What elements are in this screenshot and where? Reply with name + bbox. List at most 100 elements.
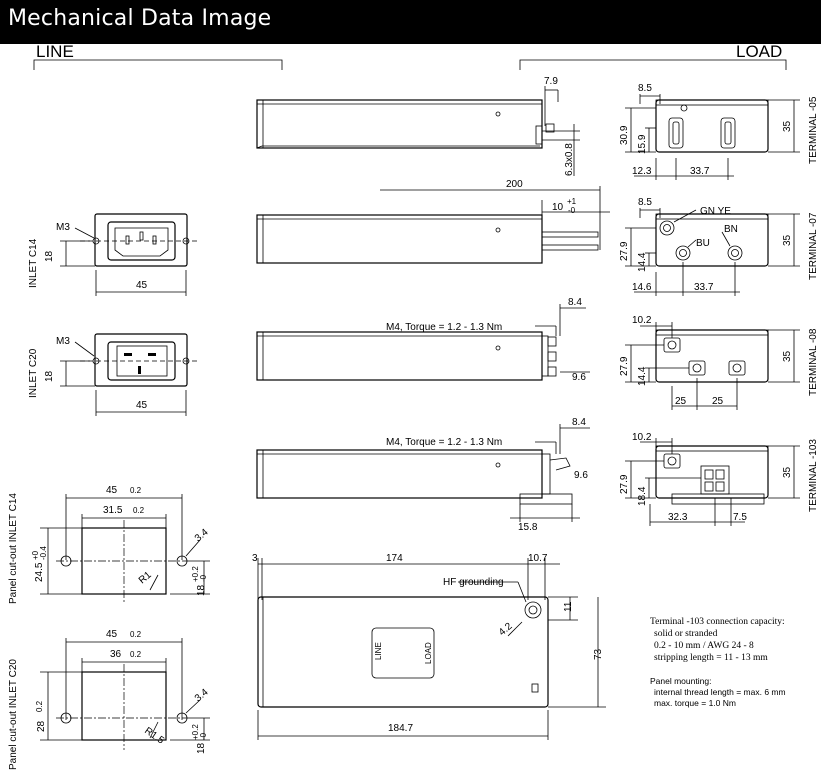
cut20-45-tol: 0.2 xyxy=(130,630,142,639)
cut14-18: 18 xyxy=(196,584,207,596)
cut20-28-tol: 0.2 xyxy=(35,700,44,712)
cutout-c14-side-label: Panel cut-out INLET C14 xyxy=(8,493,19,604)
hf-grounding-label: HF grounding xyxy=(443,577,504,588)
t07-bn: BN xyxy=(724,224,738,235)
cut20-36: 36 xyxy=(110,649,122,660)
t07-8-5: 8.5 xyxy=(638,197,652,208)
t05-35: 35 xyxy=(782,120,793,132)
side-view-terminal-103: M4, Torque = 1.2 - 1.3 Nm 8.4 9.6 15.8 xyxy=(256,417,590,533)
inlet-c14-view: M3 18 45 xyxy=(44,213,200,296)
dim-15-8: 15.8 xyxy=(518,522,538,533)
top-dim-11: 11 xyxy=(563,601,574,612)
terminal-05-label: TERMINAL -05 xyxy=(808,96,819,164)
panel-mounting-notes: Panel mounting: internal thread length =… xyxy=(650,676,786,708)
dim-10: 10 xyxy=(552,202,564,213)
terminal-07-label: TERMINAL -07 xyxy=(808,212,819,280)
cut14-31-5-tol: 0.2 xyxy=(133,506,145,515)
cut14-r1: R1 xyxy=(137,569,154,586)
note-pm-3: max. torque = 1.0 Nm xyxy=(654,698,736,708)
t103-32-3: 32.3 xyxy=(668,512,688,523)
side-view-terminal-07: 200 10 +1 -0 xyxy=(256,179,610,264)
t08-25b: 25 xyxy=(712,396,724,407)
t05-30-9: 30.9 xyxy=(619,125,630,145)
top-dim-3: 3 xyxy=(252,553,258,564)
cut20-18: 18 xyxy=(196,742,207,754)
t08-14-4: 14.4 xyxy=(637,366,648,386)
terminal-08-view: 10.2 27.9 14.4 25 25 35 xyxy=(619,315,800,410)
cut14-3-4: 3.4 xyxy=(193,527,211,545)
top-dim-73: 73 xyxy=(593,648,604,660)
cut14-45: 45 xyxy=(106,485,118,496)
inlet-c14-side-label: INLET C14 xyxy=(28,238,39,288)
cutout-c20-side-label: Panel cut-out INLET C20 xyxy=(8,659,19,770)
cut14-18-tolp: +0.2 xyxy=(191,566,200,582)
cut14-24-5-tolp: +0 xyxy=(31,550,40,560)
terminal-07-view: 8.5 GN YE BN BU 27.9 14.4 14.6 33.7 35 xyxy=(619,197,800,296)
side-view-terminal-05: 7.9 6.3x0.8 xyxy=(256,76,580,176)
inlet-c20-side-label: INLET C20 xyxy=(28,348,39,398)
panel-cutout-c14: 45 0.2 31.5 0.2 R1 3.4 24.5 +0 -0.4 18 +… xyxy=(31,485,211,602)
note-pm-2: internal thread length = max. 6 mm xyxy=(654,687,786,697)
torque-label-08: M4, Torque = 1.2 - 1.3 Nm xyxy=(386,322,502,333)
t103-35: 35 xyxy=(782,466,793,478)
terminal-103-view: 10.2 27.9 18.4 32.3 7.5 35 xyxy=(619,432,800,526)
note-t103-1: Terminal -103 connection capacity: xyxy=(650,617,785,627)
side-view-terminal-08: M4, Torque = 1.2 - 1.3 Nm 8.4 9.6 xyxy=(256,297,590,383)
terminal-103-notes: Terminal -103 connection capacity: solid… xyxy=(650,617,785,663)
dim-10-tol-minus: -0 xyxy=(568,206,576,215)
t103-18-4: 18.4 xyxy=(637,486,648,506)
note-pm-1: Panel mounting: xyxy=(650,676,711,686)
line-bracket: LINE xyxy=(33,42,283,70)
note-t103-4: stripping length = 11 - 13 mm xyxy=(654,653,768,663)
cut14-24-5: 24.5 xyxy=(34,562,45,582)
cut20-28: 28 xyxy=(36,720,47,732)
t05-15-9: 15.9 xyxy=(637,134,648,154)
t07-27-9: 27.9 xyxy=(619,241,630,261)
t103-27-9: 27.9 xyxy=(619,474,630,494)
inlet-c20-width: 45 xyxy=(136,400,148,411)
inlet-c14-height: 18 xyxy=(44,250,55,262)
t07-33-7: 33.7 xyxy=(694,282,714,293)
load-bracket: LOAD xyxy=(519,42,787,70)
t103-7-5: 7.5 xyxy=(733,512,747,523)
top-line-label: LINE xyxy=(374,642,383,660)
panel-cutout-c20: 45 0.2 36 0.2 R1.5 3.4 28 0.2 18 +0.2 -0 xyxy=(35,629,211,754)
cut20-3-4: 3.4 xyxy=(193,687,211,705)
terminal-05-view: 8.5 30.9 15.9 12.3 33.7 35 xyxy=(619,83,800,180)
dim-10-tol-plus: +1 xyxy=(567,197,577,206)
inlet-c14-m3: M3 xyxy=(56,222,70,233)
t07-14-6: 14.6 xyxy=(632,282,652,293)
line-label: LINE xyxy=(36,42,74,61)
cut14-45-tol: 0.2 xyxy=(130,486,142,495)
inlet-c14-width: 45 xyxy=(136,280,148,291)
note-t103-2: solid or stranded xyxy=(654,629,718,639)
t07-bu: BU xyxy=(696,238,710,249)
top-dim-184-7: 184.7 xyxy=(388,723,413,734)
dim-7-9: 7.9 xyxy=(544,76,558,87)
cut20-18-tolm: -0 xyxy=(199,732,208,740)
t05-12-3: 12.3 xyxy=(632,166,652,177)
t08-25a: 25 xyxy=(675,396,687,407)
t05-8-5: 8.5 xyxy=(638,83,652,94)
cut20-18-tolp: +0.2 xyxy=(191,724,200,740)
page-title: Mechanical Data Image xyxy=(8,6,272,31)
t07-35: 35 xyxy=(782,234,793,246)
inlet-c20-height: 18 xyxy=(44,370,55,382)
t07-14-4: 14.4 xyxy=(637,252,648,272)
cut14-18-tolm: -0 xyxy=(199,574,208,582)
header-bar: Mechanical Data Image xyxy=(0,0,821,44)
dim-9-6: 9.6 xyxy=(574,470,588,481)
t07-gnye: GN YE xyxy=(700,206,731,217)
inlet-c20-m3: M3 xyxy=(56,336,70,347)
terminal-103-label: TERMINAL -103 xyxy=(808,439,819,512)
t103-10-2: 10.2 xyxy=(632,432,652,443)
t05-33-7: 33.7 xyxy=(690,166,710,177)
top-dim-10-7: 10.7 xyxy=(528,553,548,564)
dim-9-6: 9.6 xyxy=(572,372,586,383)
torque-label-103: M4, Torque = 1.2 - 1.3 Nm xyxy=(386,437,502,448)
top-dim-174: 174 xyxy=(386,553,403,564)
dim-200: 200 xyxy=(506,179,523,190)
t08-35: 35 xyxy=(782,350,793,362)
cut14-24-5-tolm: -0.4 xyxy=(39,546,48,560)
